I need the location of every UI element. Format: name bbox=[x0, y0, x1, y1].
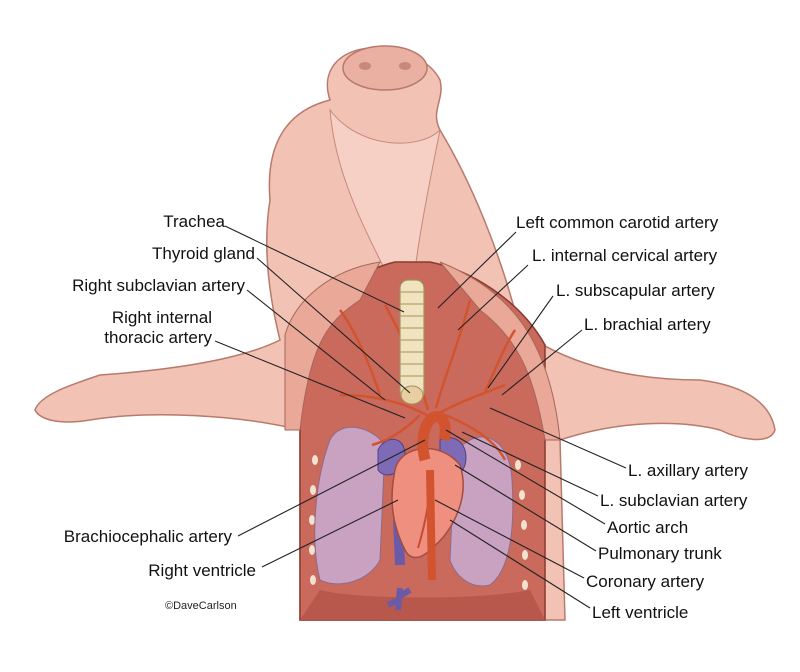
label-left-common-carotid-artery: Left common carotid artery bbox=[516, 213, 719, 232]
arterial-branches bbox=[338, 299, 517, 461]
label-trachea: Trachea bbox=[163, 212, 225, 231]
descending-aorta bbox=[426, 469, 436, 581]
rib-margin-left bbox=[309, 455, 318, 585]
label-thyroid-gland: Thyroid gland bbox=[151, 244, 255, 263]
label-right-subclavian-artery: Right subclavian artery bbox=[72, 276, 245, 295]
label-l-subclavian-artery: L. subclavian artery bbox=[600, 491, 748, 510]
right-lung bbox=[314, 426, 386, 585]
copyright-credit: ©DaveCarlson bbox=[165, 600, 237, 612]
nostril-left bbox=[359, 62, 371, 70]
label-aortic-arch: Aortic arch bbox=[607, 518, 689, 537]
label-l-internal-cervical-artery: L. internal cervical artery bbox=[532, 246, 718, 265]
jaw bbox=[329, 108, 441, 271]
trachea-drawing bbox=[399, 279, 425, 401]
label-l-subscapular-artery: L. subscapular artery bbox=[556, 281, 715, 300]
left-lung bbox=[449, 436, 514, 587]
label-left-ventricle: Left ventricle bbox=[592, 603, 689, 622]
abdominal-wall bbox=[300, 590, 545, 620]
abdominal-vein bbox=[386, 587, 412, 611]
snout bbox=[342, 45, 428, 91]
rib-margin-right bbox=[515, 460, 528, 590]
label-l-axillary-artery: L. axillary artery bbox=[628, 461, 748, 480]
label-coronary-artery: Coronary artery bbox=[586, 572, 705, 591]
leader-lines bbox=[214, 225, 627, 609]
label-pulmonary-trunk: Pulmonary trunk bbox=[598, 544, 722, 563]
label-right-ventricle: Right ventricle bbox=[148, 561, 256, 580]
label-l-brachial-artery: L. brachial artery bbox=[584, 315, 711, 334]
label-right-internal-thoracic-line1: Right internal bbox=[111, 308, 212, 327]
label-right-internal-thoracic-line2: thoracic artery bbox=[104, 328, 212, 347]
label-brachiocephalic-artery: Brachiocephalic artery bbox=[63, 527, 232, 546]
nostril-right bbox=[399, 62, 411, 70]
